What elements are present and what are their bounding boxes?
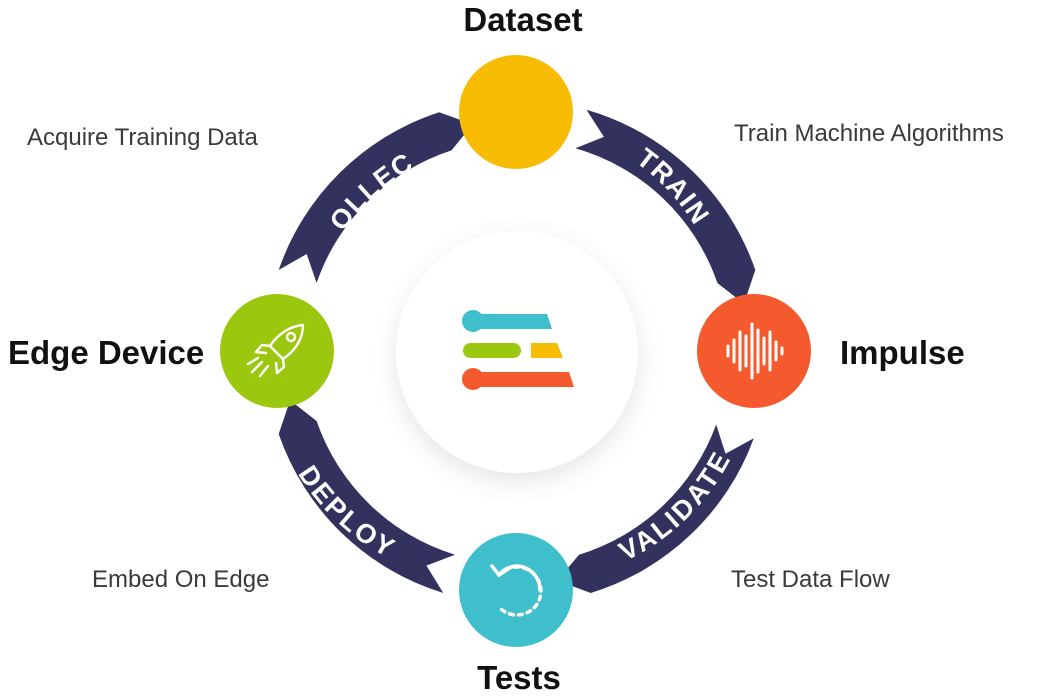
deploy-description: Embed On Edge bbox=[92, 566, 269, 593]
rocket-icon bbox=[246, 323, 305, 378]
dataset-label: Dataset bbox=[463, 1, 582, 38]
tests-label: Tests bbox=[477, 659, 561, 696]
validate-arrow bbox=[557, 424, 754, 593]
collect-description: Acquire Training Data bbox=[27, 124, 258, 151]
tests-node bbox=[459, 533, 573, 647]
validate-description: Test Data Flow bbox=[731, 566, 890, 593]
impulse-node bbox=[697, 294, 811, 408]
collect-label: COLLECT bbox=[0, 0, 419, 236]
dataset-node bbox=[459, 55, 573, 169]
impulse-label: Impulse bbox=[840, 334, 965, 371]
deploy-arrow bbox=[278, 400, 455, 593]
train-arrow bbox=[575, 109, 756, 304]
deploy-label: DEPLOY bbox=[293, 460, 401, 564]
waveform-icon bbox=[726, 322, 784, 380]
collect-arrow bbox=[278, 112, 473, 283]
edge-impulse-logo-icon bbox=[462, 310, 574, 390]
edge-device-label: Edge Device bbox=[8, 334, 204, 371]
train-description: Train Machine Algorithms bbox=[734, 120, 1004, 147]
validate-label: VALIDATE bbox=[614, 446, 737, 567]
refresh-icon bbox=[490, 564, 543, 617]
cycle-arrows bbox=[278, 109, 756, 593]
edge-device-node bbox=[220, 294, 334, 408]
